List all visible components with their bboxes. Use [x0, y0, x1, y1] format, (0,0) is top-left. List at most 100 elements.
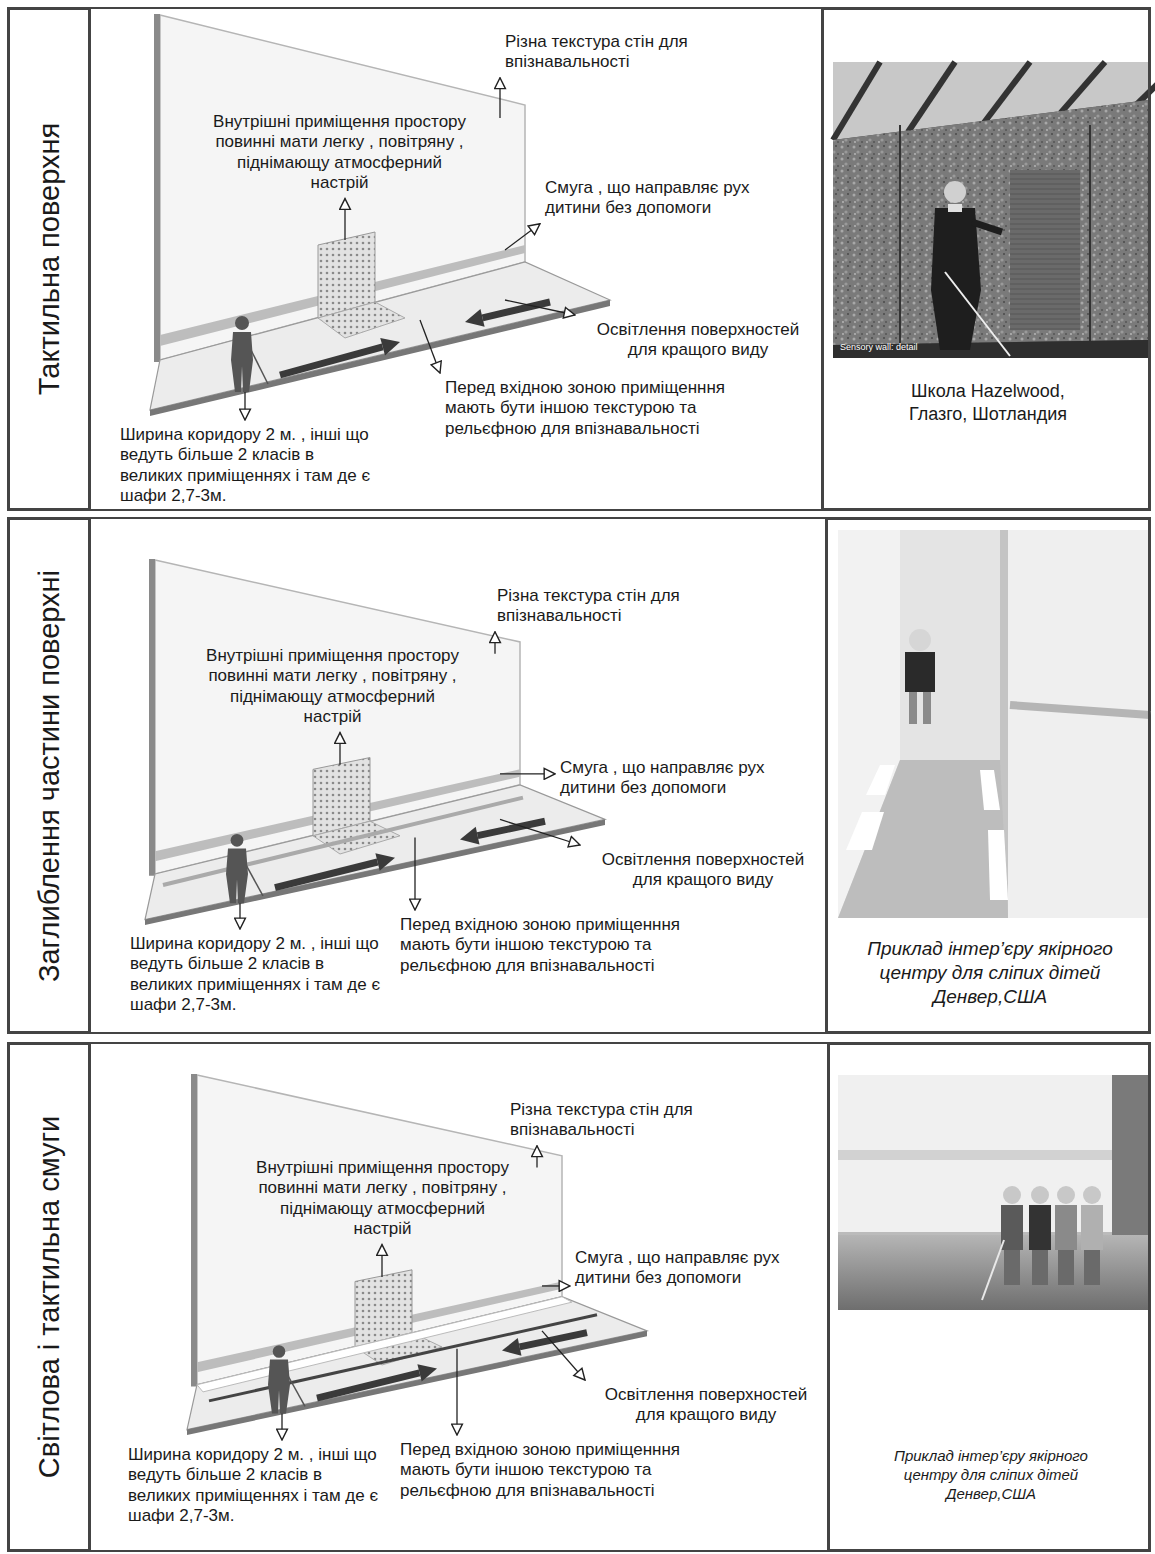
annotation-note: Ширина коридору 2 м. , інші що ведуть бі… [130, 934, 385, 1016]
photo-panel-groove [1010, 269, 1080, 270]
photo-denver-corridor [838, 530, 1150, 918]
panel-frame [8, 1043, 1150, 1551]
floor-arrow-head [375, 853, 395, 870]
photo-panel-groove [1010, 264, 1080, 265]
photo-panel-groove [1010, 329, 1080, 330]
photo-child-legs [1032, 1250, 1048, 1285]
leader-arrow [505, 224, 540, 250]
photo-panel-groove [1010, 319, 1080, 320]
leader-arrow [542, 1331, 585, 1380]
photo-panel-groove [1010, 239, 1080, 240]
photo-panel-groove [1010, 189, 1080, 190]
photo-child-legs [1058, 1250, 1074, 1285]
photo-caption: Приклад інтер’єру якірного центру для сл… [871, 1447, 1111, 1503]
photo-caption: Приклад інтер’єру якірного центру для сл… [845, 937, 1135, 1008]
photo-floor [833, 340, 1148, 358]
section-title-cell: Тактильна поверхня [8, 8, 90, 510]
photo-panel-groove [1010, 209, 1080, 210]
photo-panel-groove [1010, 219, 1080, 220]
photo-handrail [1010, 705, 1150, 715]
photo-panel-groove [1010, 294, 1080, 295]
photo-person [931, 208, 981, 350]
photo-light-patch [866, 765, 895, 795]
annotation-note: Смуга , що направляє рух дитини без допо… [545, 178, 785, 219]
floor-arrow-shaft [275, 862, 378, 888]
person-head [235, 316, 249, 330]
corridor-illustration [150, 14, 610, 416]
leader-arrow [500, 819, 580, 845]
photo-collar [948, 204, 962, 212]
photo-sensory-wall [833, 100, 1148, 345]
photo-child-leg [923, 692, 931, 724]
photo-child-head [909, 629, 931, 651]
annotation-note: Різна текстура стін для впізнавальності [510, 1100, 700, 1141]
photo-panel-groove [1010, 229, 1080, 230]
white-cane [288, 1376, 305, 1407]
photo-panel-groove [1010, 214, 1080, 215]
floor-arrow-shaft [317, 1373, 420, 1398]
photo-light-patch [846, 812, 884, 850]
photo-cell: Приклад інтер’єру якірного центру для сл… [828, 1043, 1150, 1551]
leader-arrow [494, 632, 495, 654]
photo-beam [983, 62, 1030, 124]
leader-arrow [542, 1285, 570, 1286]
person-figure [268, 1360, 290, 1414]
leader-arrow [420, 320, 440, 373]
photo-denver-stripe [838, 1075, 1148, 1310]
photo-panel-groove [1010, 184, 1080, 185]
photo-panel-groove [1010, 254, 1080, 255]
photo-cell: Школа Hazelwood, Глазго, Шотландия [822, 8, 1150, 510]
person-head [273, 1345, 286, 1358]
photo-child-head [1031, 1186, 1049, 1204]
photo-child-body [905, 652, 935, 692]
photo-panel-groove [1010, 279, 1080, 280]
photo-arm [972, 222, 1002, 232]
photo-seam [899, 125, 901, 343]
annotation-note: Освітлення поверхностей для кращого виду [590, 1385, 822, 1426]
tactile-strip [209, 1315, 597, 1401]
annotation-note: Різна текстура стін для впізнавальності [497, 586, 687, 627]
photo-cell: Приклад інтер’єру якірного центру для сл… [826, 518, 1150, 1033]
photo-child-body [1055, 1205, 1077, 1250]
annotation-note: Ширина коридору 2 м. , інші що ведуть бі… [120, 425, 375, 507]
photo-child-body [1081, 1205, 1103, 1250]
photo-cane [982, 1240, 1004, 1300]
photo-panel-groove [1010, 299, 1080, 300]
photo-wall-stripe [838, 1150, 1148, 1160]
photo-panel-groove [1010, 224, 1080, 225]
annotation-note: Смуга , що направляє рух дитини без допо… [560, 758, 800, 799]
leader-arrow [381, 1245, 382, 1277]
annotation-note: Внутрішні приміщення простору повинні ма… [212, 112, 467, 194]
photo-panel-groove [1010, 234, 1080, 235]
photo-child-legs [1084, 1250, 1100, 1285]
annotation-note: Смуга , що направляє рух дитини без допо… [575, 1248, 815, 1289]
photo-back-wall [900, 530, 1000, 760]
section-title-cell: Заглиблення частини поверхні [8, 518, 90, 1033]
floor-edge [187, 1331, 647, 1435]
light-strip [197, 1297, 572, 1392]
photo-ground [833, 62, 1148, 358]
photo-panel-groove [1010, 199, 1080, 200]
photo-child-head [1083, 1186, 1101, 1204]
photo-child-head [1057, 1186, 1075, 1204]
section-title: Заглиблення частини поверхні [33, 569, 66, 981]
photo-panel-groove [1010, 244, 1080, 245]
person-figure [231, 332, 253, 392]
photo-hazelwood [833, 62, 1155, 358]
photo-light-patch [988, 830, 1008, 900]
section-title: Світлова і тактильна смуги [33, 1116, 66, 1478]
floor-arrow-head [460, 827, 479, 845]
leader-arrow [456, 1349, 457, 1435]
person-figure [226, 849, 248, 904]
photo-child-body [1001, 1205, 1023, 1250]
leader-arrow [500, 773, 555, 774]
photo-seam [1089, 125, 1091, 343]
photo-beam [833, 62, 880, 140]
annotation-note: Перед вхідною зоною приміщенння мають бу… [400, 1440, 700, 1501]
photo-doorway [1112, 1075, 1148, 1235]
annotation-note: Перед вхідною зоною приміщенння мають бу… [400, 915, 700, 976]
leader-arrow [281, 1413, 282, 1440]
photo-caption: Школа Hazelwood, Глазго, Шотландия [888, 380, 1088, 425]
panel-frame [8, 8, 1150, 510]
photo-ground [838, 1075, 1148, 1310]
